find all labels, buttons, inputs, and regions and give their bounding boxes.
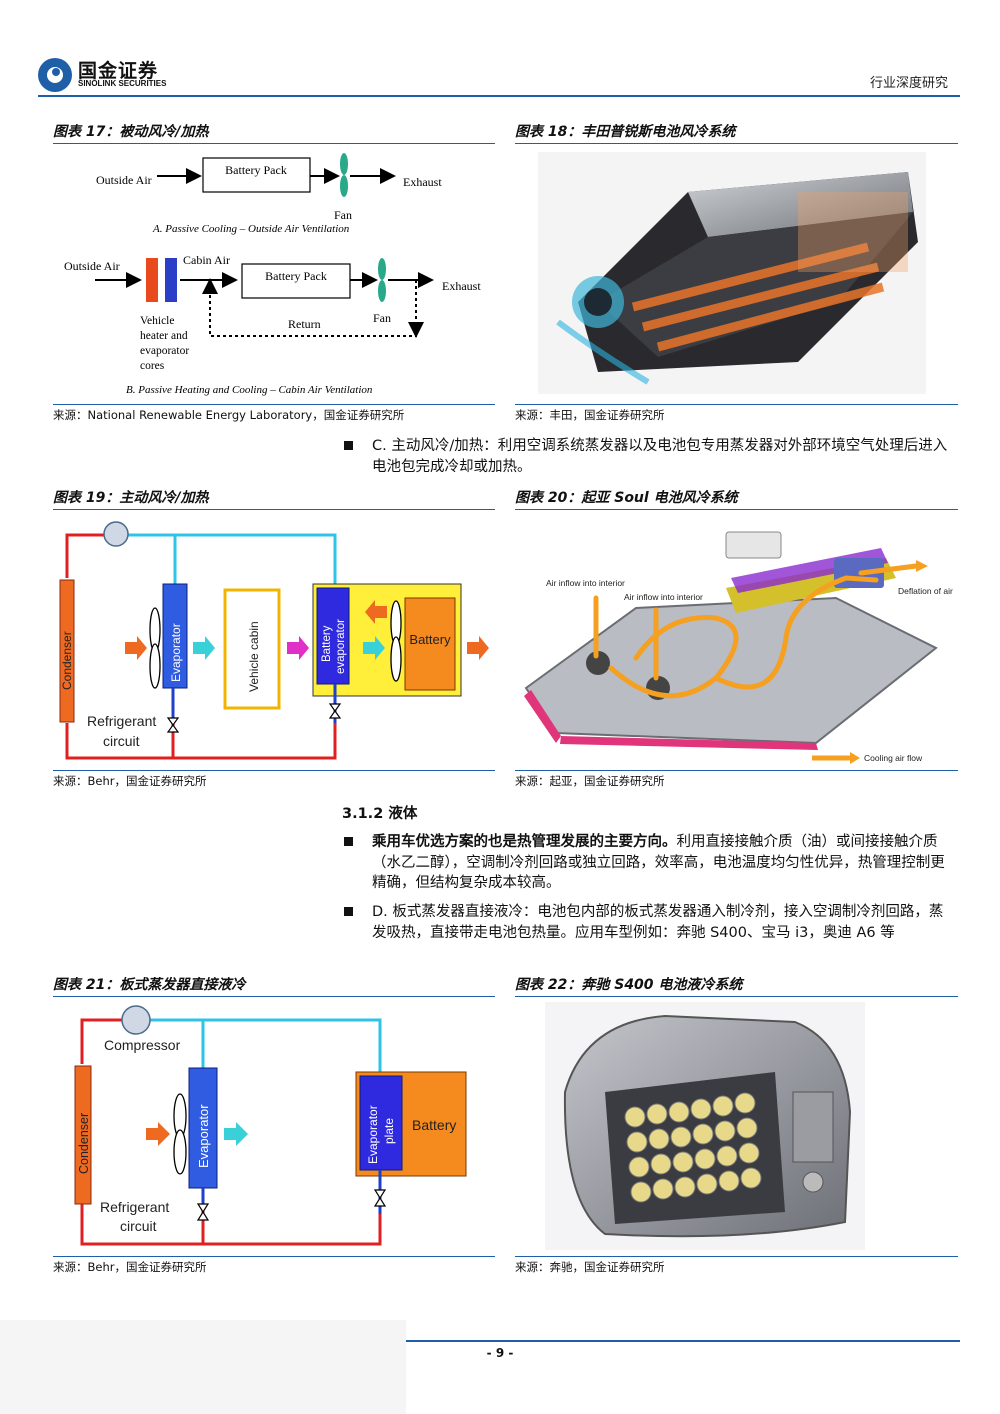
bullet-square-icon [344,837,353,846]
svg-text:heater and: heater and [140,330,188,342]
fig20-source: 来源：起亚，国金证券研究所 [515,770,958,790]
fig22-connector-icon [792,1091,834,1163]
svg-text:evaporator: evaporator [140,345,189,357]
fig22-image [545,1002,865,1250]
fig17-b-fan: Fan [373,311,391,325]
fig20-label-deflation: Deflation of air [898,586,953,596]
fig19-condenser [59,579,75,723]
bullet-active-air-cooling: C. 主动风冷/加热：利用空调系统蒸发器以及电池包专用蒸发器对外部环境空气处理后… [344,436,954,477]
fig17-a-caption: A. Passive Cooling – Outside Air Ventila… [152,223,350,235]
svg-text:Condenser: Condenser [60,631,74,690]
fig19-valve-1-icon [166,717,180,733]
fig20-label-inflow-1: Air inflow into interior [546,578,625,588]
fig22-source: 来源：奔驰，国金证券研究所 [515,1256,958,1276]
fig21-diagram: Compressor Condenser Evaporator Evaporat… [70,1004,470,1248]
fig17-source: 来源：National Renewable Energy Laboratory，… [53,404,495,424]
fig21-evaporator [188,1067,218,1189]
fig17-b-vehicle-label: Vehicle [140,315,174,327]
svg-text:Evaporator: Evaporator [169,623,183,682]
company-logo: 国金证券 SINOLINK SECURITIES [38,56,188,96]
fig17-a-fan: Fan [334,208,352,222]
fig18-image [538,152,926,394]
fig17-b-battery-pack: Battery Pack [265,269,327,283]
fig17-a-exhaust: Exhaust [403,175,442,189]
fig19-source: 来源：Behr，国金证券研究所 [53,770,495,790]
fig17-b-evaporator-core [165,258,177,302]
fig22-title: 图表 22：奔驰 S400 电池液冷系统 [515,975,958,997]
fig21-valve-1-icon [196,1203,210,1221]
fig17-a-outside-air: Outside Air [96,173,152,187]
fig20-label-inflow-2: Air inflow into interior [624,592,703,602]
fig21-source: 来源：Behr，国金证券研究所 [53,1256,495,1276]
fig21-compressor-icon [121,1005,151,1035]
page-number: - 9 - [486,1346,514,1360]
svg-text:Evaporator: Evaporator [196,1104,211,1168]
fig17-b-heater-core [146,258,158,302]
fig19-vehicle-cabin [223,588,281,710]
bullet-liquid-main: 乘用车优选方案的也是热管理发展的主要方向。利用直接接触介质（油）或间接接触介质（… [344,832,954,894]
section-heading-liquid: 3.1.2 液体 [342,806,418,822]
fig19-battery-evaporator [316,587,350,685]
fig17-title: 图表 17：被动风冷/加热 [53,122,495,144]
bullet-plate-evaporator: D. 板式蒸发器直接液冷：电池包内部的板式蒸发器通入制冷剂，接入空调制冷剂回路，… [344,902,954,943]
fig19-refrigerant-label: Refrigerant [87,713,156,729]
fig17-b-exhaust: Exhaust [442,279,481,293]
fig17-b-fan-icon [378,258,386,280]
footer-divider [406,1340,960,1342]
fig19-compressor-icon [103,521,129,547]
bullet-square-icon [344,441,353,450]
fig21-valve-2-icon [373,1189,387,1207]
svg-text:Battery: Battery [409,632,451,647]
fig20-image: Air inflow into interior Air inflow into… [516,518,956,766]
fig21-condenser [74,1065,92,1205]
fig17-diagram: Outside Air Battery Pack Exhaust Fan A. … [60,152,488,398]
svg-text:Condenser: Condenser [77,1113,91,1174]
fig17-b-battery-box [241,263,351,299]
fig21-evaporator-plate [359,1075,403,1171]
svg-text:Battery: Battery [412,1117,456,1133]
svg-text:Vehicle cabin: Vehicle cabin [247,621,261,692]
fig18-source: 来源：丰田，国金证券研究所 [515,404,958,424]
fig17-b-cabin-air: Cabin Air [183,253,230,267]
fig17-b-caption: B. Passive Heating and Cooling – Cabin A… [126,384,373,396]
fig19-valve-2-icon [328,703,342,719]
fig20-controller-icon [725,531,782,559]
fig17-b-outside-air: Outside Air [64,259,120,273]
fig17-b-return: Return [288,317,321,331]
svg-text:plate: plate [382,1118,396,1144]
fig19-title: 图表 19：主动风冷/加热 [53,488,495,510]
svg-text:evaporator: evaporator [335,619,347,674]
svg-text:Battery: Battery [321,625,333,662]
logo-name-cn: 国金证券 [78,60,159,82]
fig17-a-battery-pack: Battery Pack [225,163,287,177]
fig17-a-fan-icon [340,153,348,175]
fig20-label-cooling: Cooling air flow [864,753,923,763]
fig20-cooling-arrow-icon [850,752,860,764]
svg-text:circuit: circuit [120,1218,157,1234]
fig17-a-battery-box [202,157,311,193]
svg-text:Evaporator: Evaporator [366,1105,380,1164]
fig19-evaporator [162,583,188,689]
bullet-liquid-lead: 乘用车优选方案的也是热管理发展的主要方向。 [372,834,677,850]
header-divider [38,95,960,97]
fig21-compressor: Compressor [104,1037,181,1053]
fig21-refrigerant-label: Refrigerant [100,1199,169,1215]
svg-text:cores: cores [140,360,165,372]
fig19-battery [404,597,456,691]
fig18-title: 图表 18：丰田普锐斯电池风冷系统 [515,122,958,144]
fig20-title: 图表 20：起亚 Soul 电池风冷系统 [515,488,958,510]
fig21-title: 图表 21：板式蒸发器直接液冷 [53,975,495,997]
svg-text:circuit: circuit [103,733,140,749]
logo-name-en: SINOLINK SECURITIES [78,79,167,88]
report-type: 行业深度研究 [869,76,948,91]
fig19-diagram: Condenser Evaporator Vehicle cabin Batte… [55,518,495,766]
bullet-square-icon [344,907,353,916]
